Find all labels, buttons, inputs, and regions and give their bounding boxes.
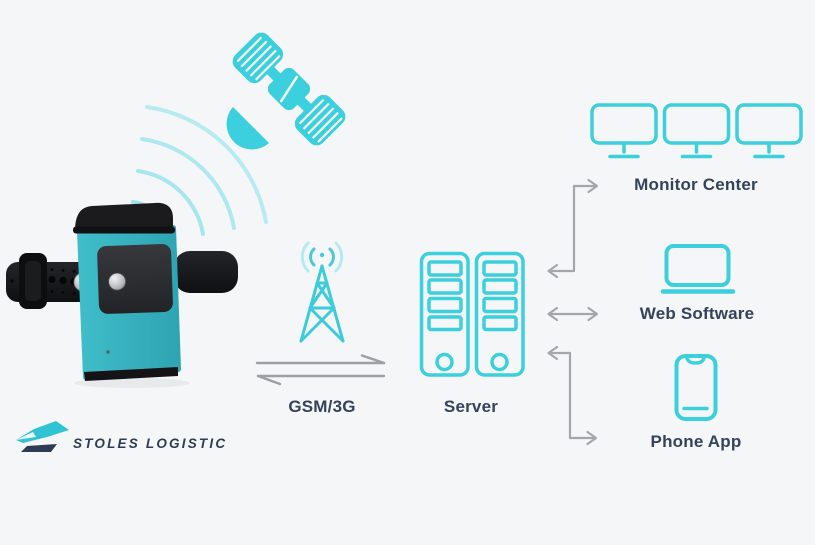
- brand-logo-text: STOLES LOGISTIC: [73, 436, 228, 451]
- phone-app-label: Phone App: [650, 432, 742, 451]
- server-label: Server: [443, 397, 499, 416]
- cell-tower-icon: [299, 241, 345, 343]
- server-monitor-arrow: [547, 178, 599, 279]
- satellite-icon: [226, 32, 346, 150]
- web-software-label: Web Software: [639, 304, 755, 323]
- laptop-icon: [660, 244, 736, 294]
- device-led: [106, 350, 110, 354]
- server-connectors: [547, 178, 599, 446]
- server-phone-arrow: [547, 345, 598, 446]
- server-web-arrow: [547, 306, 599, 322]
- smartphone-icon: [674, 354, 718, 421]
- speed-arrow-logo-icon: [16, 421, 69, 452]
- desktop-monitor-icon: [590, 103, 803, 159]
- gps-tracker-device: [6, 202, 238, 388]
- bidirectional-arrow-icon: [255, 354, 386, 386]
- gsm-label: GSM/3G: [288, 397, 356, 416]
- monitor-center-label: Monitor Center: [634, 175, 758, 194]
- device-button: [108, 272, 127, 291]
- server-rack-icon: [419, 251, 525, 377]
